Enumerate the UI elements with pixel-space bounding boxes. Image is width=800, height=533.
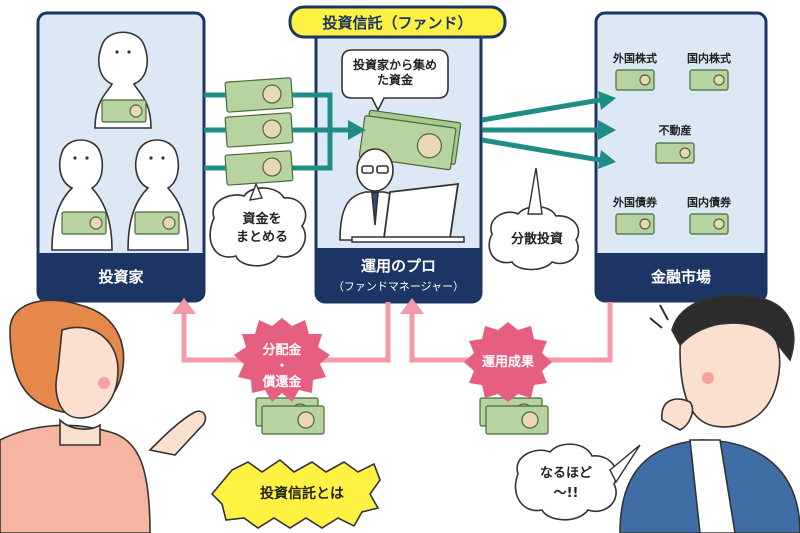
surprise-marks: [649, 304, 669, 329]
market-real-estate: 不動産: [658, 124, 692, 137]
results-text: 運用成果: [481, 355, 534, 370]
understand-line2: 〜!!: [553, 486, 579, 501]
burst-distribution: [234, 318, 330, 402]
burst-results: [464, 322, 552, 402]
arrow-heads-market: [598, 91, 616, 169]
market-foreign-bond: 外国債券: [613, 196, 657, 209]
market-domestic-bond: 国内債券: [687, 196, 731, 209]
fund-manager-sublabel: （ファンドマネージャー）: [332, 280, 465, 293]
bubble-diversify: [488, 167, 580, 271]
man-figure: [619, 294, 800, 533]
laptop-icon: [351, 182, 465, 243]
bubble-collected: [341, 49, 449, 112]
woman-figure: [0, 299, 207, 533]
bubble-pool: [209, 182, 307, 267]
return-arrow-heads: [172, 298, 424, 314]
bubble-diversify-text: 分散投資: [510, 232, 563, 247]
distribution-line1: 分配金: [262, 343, 302, 358]
arrow-head-fund: [348, 120, 366, 140]
flow-arrows-to-market: [481, 97, 601, 163]
woman-cheek: [98, 377, 110, 389]
distribution-line2: ・: [275, 359, 289, 374]
investor-faces: [73, 50, 165, 160]
fund-manager-label: 運用のプロ: [360, 257, 436, 275]
bubble-pool-line1: 資金を: [242, 212, 282, 227]
bubble-collected-text: 投資家から集めた資金: [352, 58, 437, 87]
what-is-text: 投資信託とは: [260, 486, 344, 502]
market-domestic-stock: 国内株式: [687, 52, 731, 65]
bubble-understand: [514, 443, 641, 521]
title-pill: [288, 5, 507, 39]
understand-line1: なるほど: [539, 466, 592, 481]
flow-arrows-to-fund: [204, 92, 350, 171]
investor-label: 投資家: [98, 268, 144, 286]
man-cheek: [702, 372, 714, 384]
market-label: 金融市場: [650, 268, 711, 286]
market-foreign-stock: 外国株式: [613, 52, 657, 65]
distribution-line3: 償還金: [262, 375, 302, 390]
title-label: 投資信託（ファンド）: [322, 14, 473, 32]
bubble-pool-line2: まとめる: [235, 230, 288, 245]
banknotes: [61, 69, 729, 435]
bubble-what-is: [210, 458, 381, 529]
